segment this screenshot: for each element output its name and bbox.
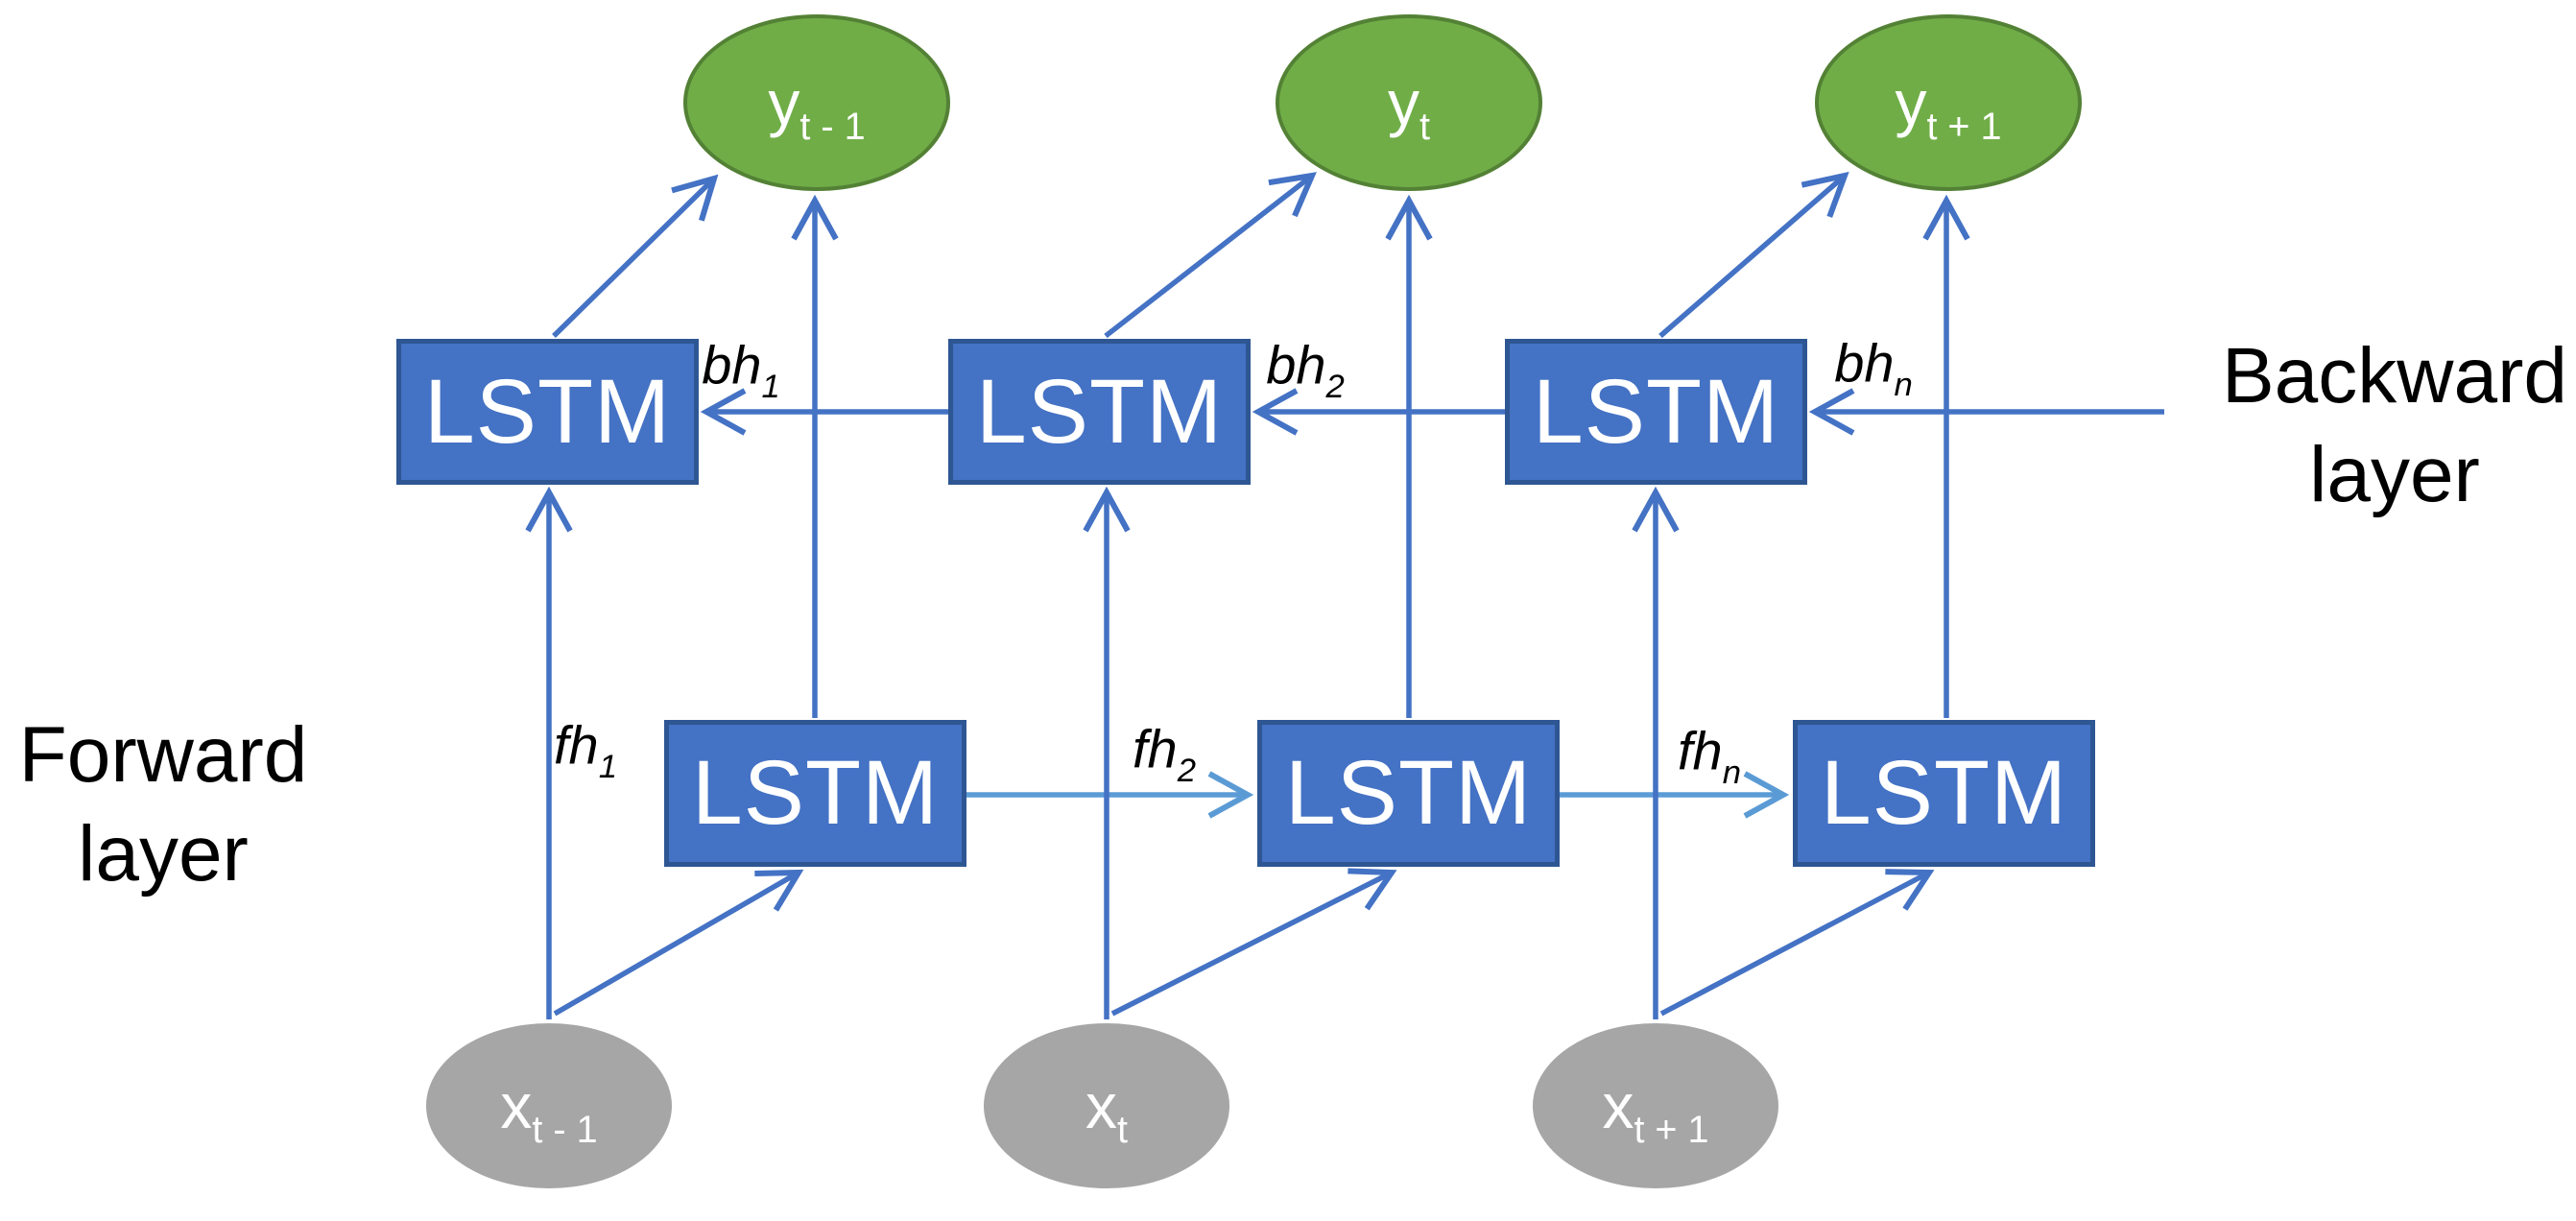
output-node-y-t-plus-1: yt + 1 bbox=[1815, 14, 2082, 191]
input-node-label: xt + 1 bbox=[1602, 1070, 1709, 1152]
input-node-x-t: xt bbox=[984, 1023, 1229, 1188]
backward-layer-caption: Backward layer bbox=[2221, 332, 2568, 519]
lstm-cell-label: LSTM bbox=[423, 360, 672, 463]
forward-layer-caption: Forward layer bbox=[18, 711, 308, 898]
arrow-backward1-to-output1 bbox=[552, 174, 719, 338]
input-node-label: xt - 1 bbox=[500, 1070, 598, 1152]
edge-label-bhn: bhn bbox=[1834, 332, 1913, 404]
arrow-backward3-to-output3 bbox=[1658, 171, 1849, 339]
output-node-y-t: yt bbox=[1276, 14, 1542, 191]
lstm-cell-label: LSTM bbox=[975, 360, 1224, 463]
input-node-label: xt bbox=[1085, 1070, 1128, 1152]
arrow-input3-to-forward3 bbox=[1659, 869, 1935, 1017]
arrow-input1-to-forward1 bbox=[553, 869, 804, 1017]
lstm-cell-forward-1: LSTM bbox=[664, 720, 966, 867]
edge-label-fh2: fh2 bbox=[1132, 718, 1197, 790]
lstm-cell-forward-3: LSTM bbox=[1793, 720, 2095, 867]
arrow-input2-to-forward2 bbox=[1110, 868, 1397, 1017]
edge-label-fh1: fh1 bbox=[553, 714, 618, 786]
lstm-cell-label: LSTM bbox=[1532, 360, 1780, 463]
lstm-cell-backward-3: LSTM bbox=[1505, 339, 1807, 485]
input-node-x-t-minus-1: xt - 1 bbox=[426, 1023, 672, 1188]
lstm-cell-label: LSTM bbox=[1284, 742, 1533, 844]
edge-label-bh2: bh2 bbox=[1266, 334, 1345, 406]
edge-label-fhn: fhn bbox=[1677, 720, 1742, 792]
output-node-label: yt - 1 bbox=[768, 67, 866, 149]
output-node-label: yt + 1 bbox=[1895, 67, 2002, 149]
lstm-cell-label: LSTM bbox=[691, 742, 940, 844]
input-node-x-t-plus-1: xt + 1 bbox=[1533, 1023, 1778, 1188]
output-node-y-t-minus-1: yt - 1 bbox=[683, 14, 950, 191]
lstm-cell-forward-2: LSTM bbox=[1257, 720, 1560, 867]
arrow-backward2-to-output2 bbox=[1104, 172, 1317, 339]
edge-label-bh1: bh1 bbox=[702, 334, 780, 406]
output-node-label: yt bbox=[1388, 67, 1430, 149]
lstm-cell-label: LSTM bbox=[1820, 742, 2068, 844]
lstm-cell-backward-1: LSTM bbox=[396, 339, 699, 485]
lstm-cell-backward-2: LSTM bbox=[948, 339, 1251, 485]
